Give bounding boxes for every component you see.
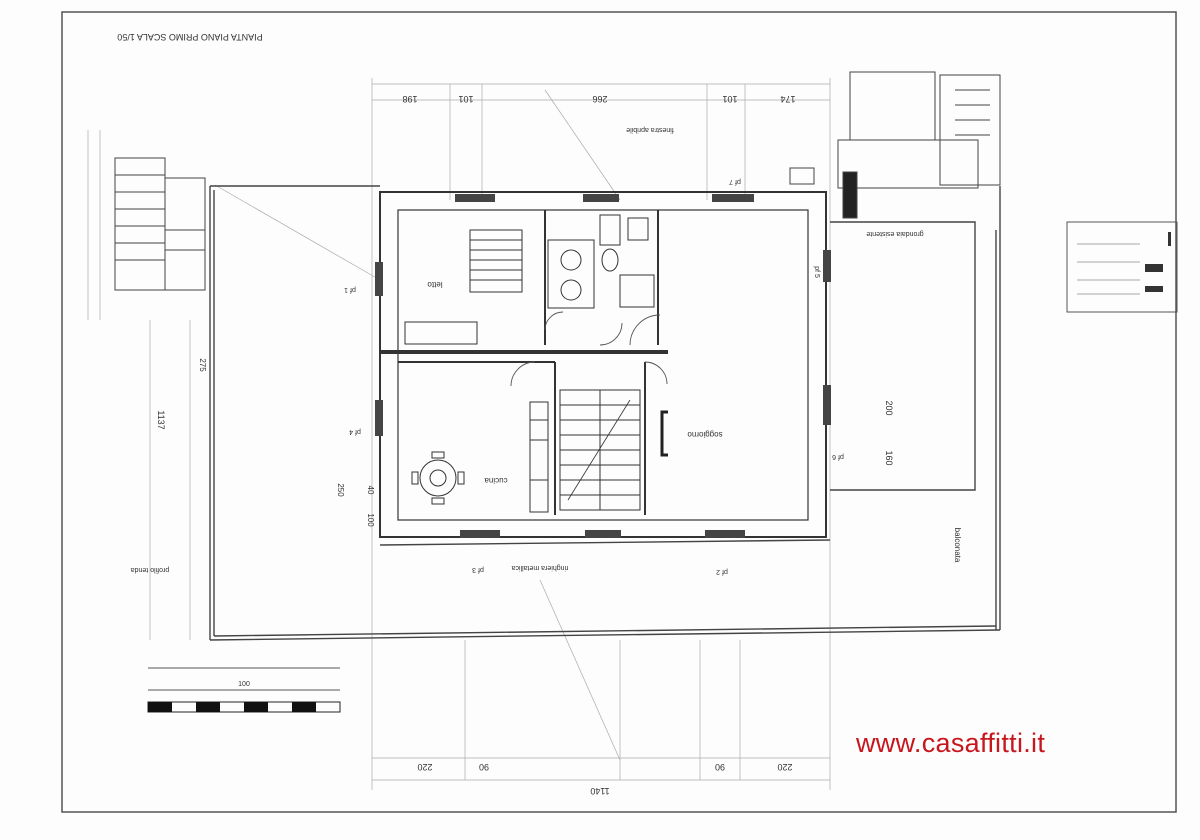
window-tag: pf 6 [832,453,844,460]
window-tag: pf 5 [813,266,820,278]
terrace-outline [209,185,1001,641]
dim-top-4: 101 [722,94,737,104]
room-label-kitchen: cucina [484,476,508,485]
bathroom-fixtures [547,214,655,309]
dim-left-3: 250 [336,483,345,497]
dim-bottom-4: 220 [777,762,792,772]
windows [375,194,831,538]
scale-bar: 100 [147,667,341,713]
watermark-text: www.casaffitti.it [856,728,1046,758]
dim-left-5: 40 [366,486,375,495]
dim-top-5: 174 [780,94,795,104]
left-stair [114,157,206,291]
building-walls [379,191,827,538]
room-label-bedroom: letto [427,280,443,289]
note-railing: profilo tenda [131,566,170,573]
sheet-border [61,11,1177,813]
dim-bottom-1: 220 [417,762,432,772]
bed [404,229,523,345]
note-window: finestra apribile [626,126,674,133]
dim-bottom-3: 90 [715,762,725,772]
note-gutter: grondaia esistente [866,230,923,237]
kitchen-furniture [411,401,549,513]
dim-right-1: 200 [884,400,894,415]
construction-lines [87,78,831,790]
scale-label: 100 [238,681,250,688]
dim-bottom-2: 90 [479,762,489,772]
dim-right-2: 160 [884,450,894,465]
dim-top-2: 101 [458,94,473,104]
window-tag: pf 7 [729,178,741,185]
note-parapet: ringhiera metallica [511,564,568,571]
fireplace [660,410,668,457]
window-tag: pf 3 [472,566,484,573]
central-stair [559,389,641,511]
plan-title: PIANTA PIANO PRIMO SCALA 1/50 [117,32,262,42]
dim-top-1: 198 [402,94,417,104]
doors [510,311,668,387]
dim-left-4: 100 [366,513,375,527]
legend-box [1066,221,1178,313]
dim-left-1: 1137 [156,410,166,429]
window-tag: pf 1 [344,286,356,293]
dim-left-2: 275 [198,358,207,372]
right-stair [789,71,1001,219]
dim-top-3: 266 [592,94,607,104]
dim-total: 1140 [590,786,609,796]
room-label-balcony: balconata [953,528,962,563]
window-tag: pf 4 [349,428,361,435]
window-tag: pf 2 [716,568,728,575]
room-label-living: soggiorno [687,430,723,439]
